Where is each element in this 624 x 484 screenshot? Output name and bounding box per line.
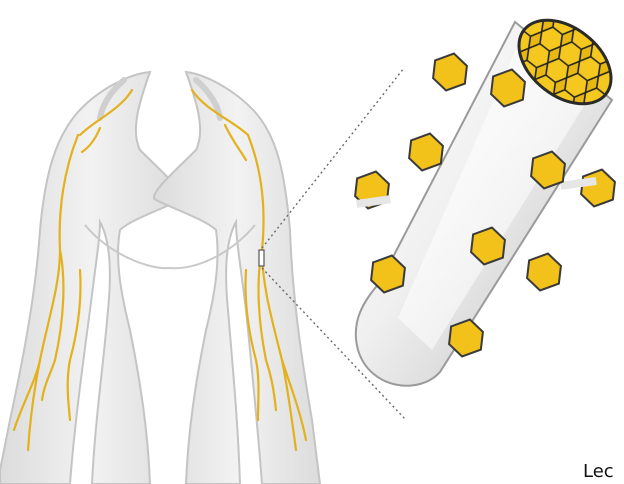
zoom-marker <box>259 250 264 266</box>
left-shoulder-arm <box>0 72 182 484</box>
right-shoulder-arm <box>154 72 320 484</box>
nerve-fiber <box>350 3 624 386</box>
human-torso <box>0 72 320 484</box>
caption-text: Lec <box>583 461 614 483</box>
